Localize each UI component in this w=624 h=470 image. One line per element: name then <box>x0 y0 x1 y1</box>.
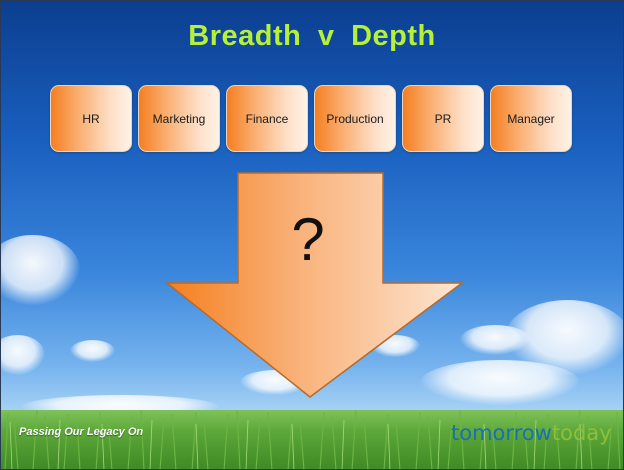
brand-logo: tomorrowtoday <box>451 421 612 445</box>
slide-title: Breadth v Depth <box>188 20 436 52</box>
department-box-manager: Manager <box>490 85 572 152</box>
cloud <box>0 235 80 305</box>
cloud <box>420 360 580 405</box>
department-box-marketing: Marketing <box>138 85 220 152</box>
department-box-pr: PR <box>402 85 484 152</box>
brand-logo-part2: today <box>551 421 612 445</box>
question-mark: ? <box>291 206 325 273</box>
cloud <box>0 335 45 375</box>
brand-logo-part1: tomorrow <box>451 421 552 445</box>
department-box-production: Production <box>314 85 396 152</box>
department-box-hr: HR <box>50 85 132 152</box>
grass-blades <box>4 409 621 470</box>
cloud <box>70 340 115 362</box>
cloud <box>460 325 530 355</box>
footer-tagline: Passing Our Legacy On <box>19 426 144 438</box>
department-box-finance: Finance <box>226 85 308 152</box>
grass-field <box>0 410 624 470</box>
